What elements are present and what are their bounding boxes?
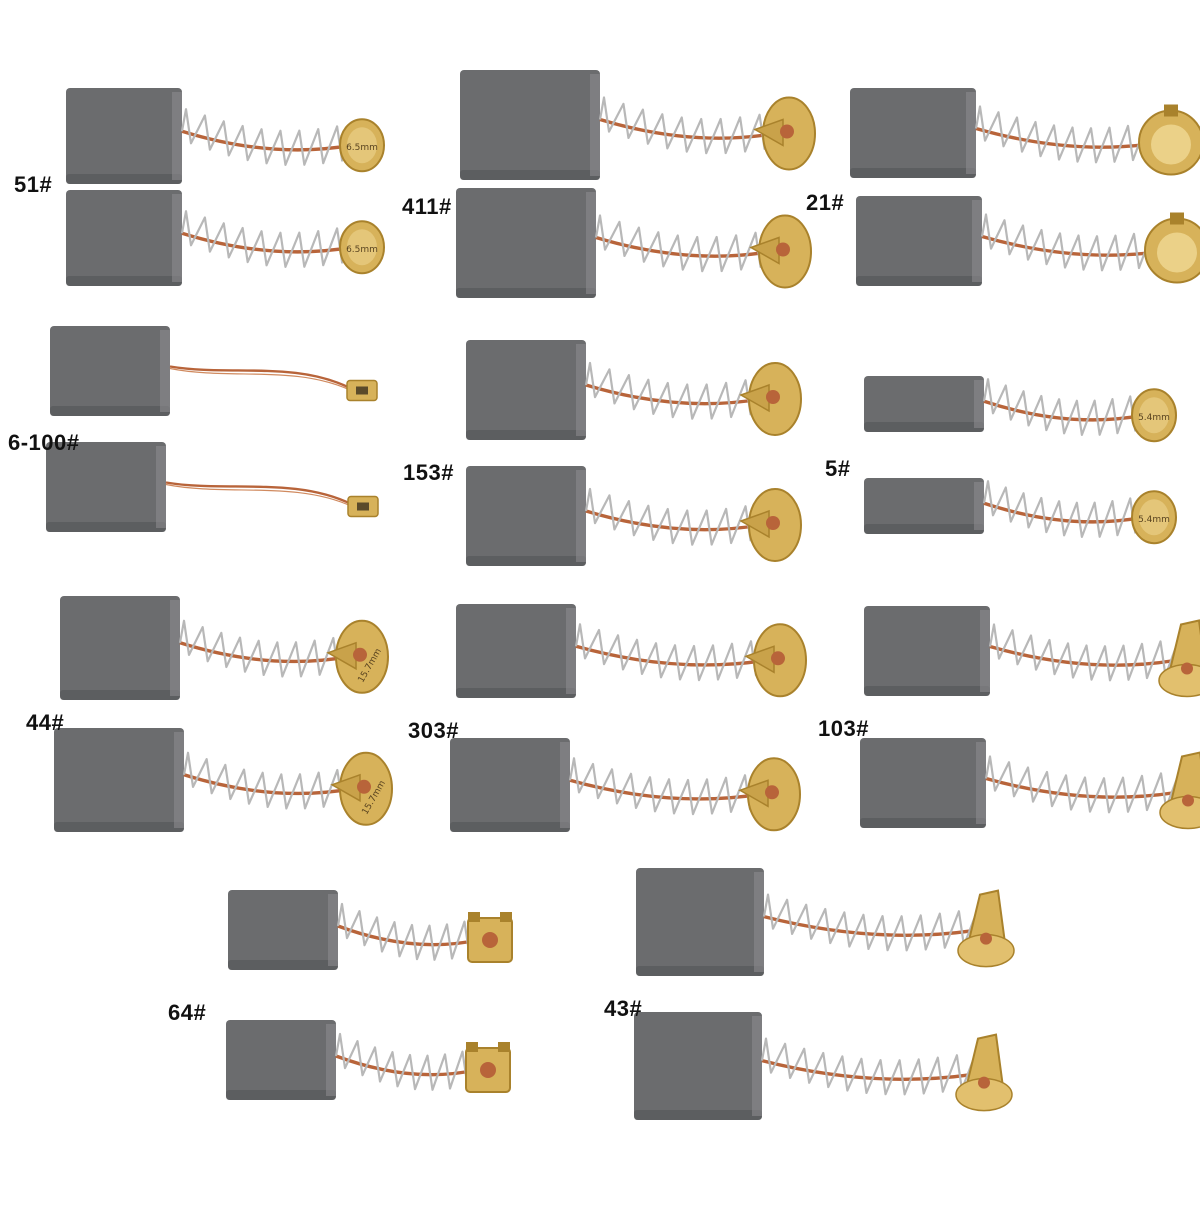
brush-51-1: 6.5mm [66, 88, 385, 184]
brush-103-2 [860, 738, 1200, 830]
svg-text:5.4mm: 5.4mm [1138, 413, 1170, 423]
brush-6-100-1 [50, 326, 378, 416]
brush-64-2 [226, 1020, 511, 1100]
brush-44-2: 15.7mm [54, 728, 393, 832]
label-303: 303# [408, 718, 459, 743]
label-51: 51# [14, 172, 53, 197]
svg-text:5.4mm: 5.4mm [1138, 515, 1170, 525]
label-21: 21# [806, 190, 845, 215]
brush-43-1 [636, 868, 1015, 976]
svg-text:6.5mm: 6.5mm [346, 143, 378, 153]
brush-153-1 [466, 340, 802, 440]
brush-21-1 [850, 88, 1200, 178]
label-44: 44# [26, 710, 65, 735]
brush-303-1 [456, 604, 807, 698]
brush-51-2: 6.5mm [66, 190, 385, 286]
brush-411-1 [460, 70, 816, 180]
label-153: 153# [403, 460, 454, 485]
label-43: 43# [604, 996, 643, 1021]
label-411: 411# [402, 194, 452, 219]
brush-64-1 [228, 890, 513, 970]
brush-6-100-2 [46, 442, 379, 532]
label-103: 103# [818, 716, 869, 741]
brush-21-2 [856, 196, 1200, 286]
label-6-100: 6-100# [8, 430, 80, 455]
brush-5-1: 5.4mm [864, 376, 1177, 443]
label-5: 5# [825, 456, 851, 481]
svg-text:6.5mm: 6.5mm [346, 245, 378, 255]
brush-103-1 [864, 606, 1200, 698]
brush-303-2 [450, 738, 801, 832]
brush-43-2 [634, 1012, 1013, 1120]
label-64: 64# [168, 1000, 207, 1025]
brush-5-2: 5.4mm [864, 478, 1177, 545]
brush-411-2 [456, 188, 812, 298]
brush-44-1: 15.7mm [60, 596, 389, 700]
brush-153-2 [466, 466, 802, 566]
